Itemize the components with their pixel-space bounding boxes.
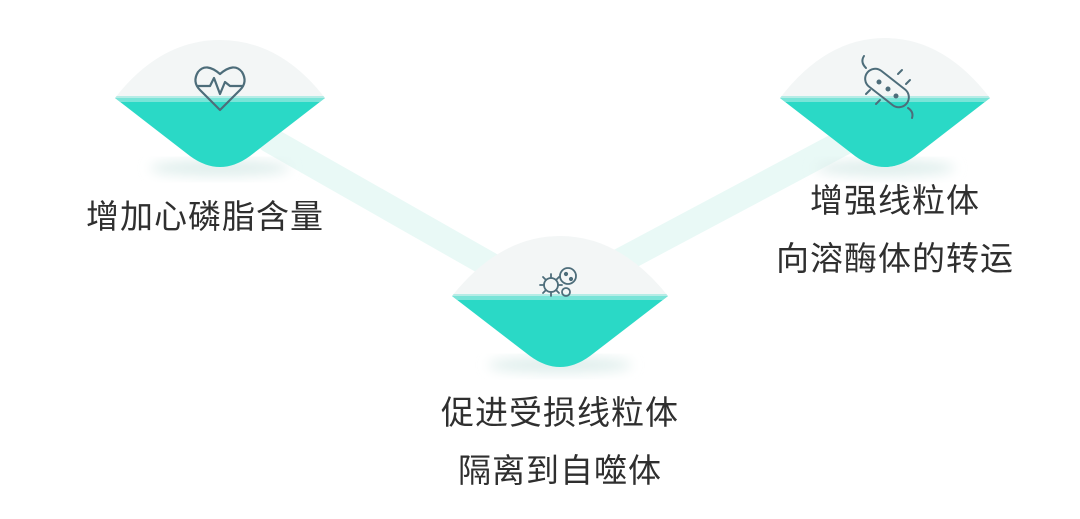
connector-bottom-right — [587, 127, 861, 285]
bacterium-icon — [861, 55, 914, 119]
node-label-right: 增强线粒体 向溶酶体的转运 — [735, 172, 1055, 288]
node-label-line: 增强线粒体 — [810, 181, 980, 220]
node-label-line: 促进受损线粒体 — [441, 393, 679, 432]
node-label-line: 增加心磷脂含量 — [86, 197, 324, 236]
heart-pulse-icon — [194, 66, 246, 112]
connector-left-bottom — [257, 127, 538, 298]
node-label-line: 向溶酶体的转运 — [776, 239, 1014, 278]
node-label-bottom: 促进受损线粒体 隔离到自噬体 — [390, 384, 730, 500]
bacteria-cluster-icon — [539, 267, 577, 297]
node-label-left: 增加心磷脂含量 — [40, 188, 370, 246]
node-label-line: 隔离到自噬体 — [458, 451, 662, 490]
